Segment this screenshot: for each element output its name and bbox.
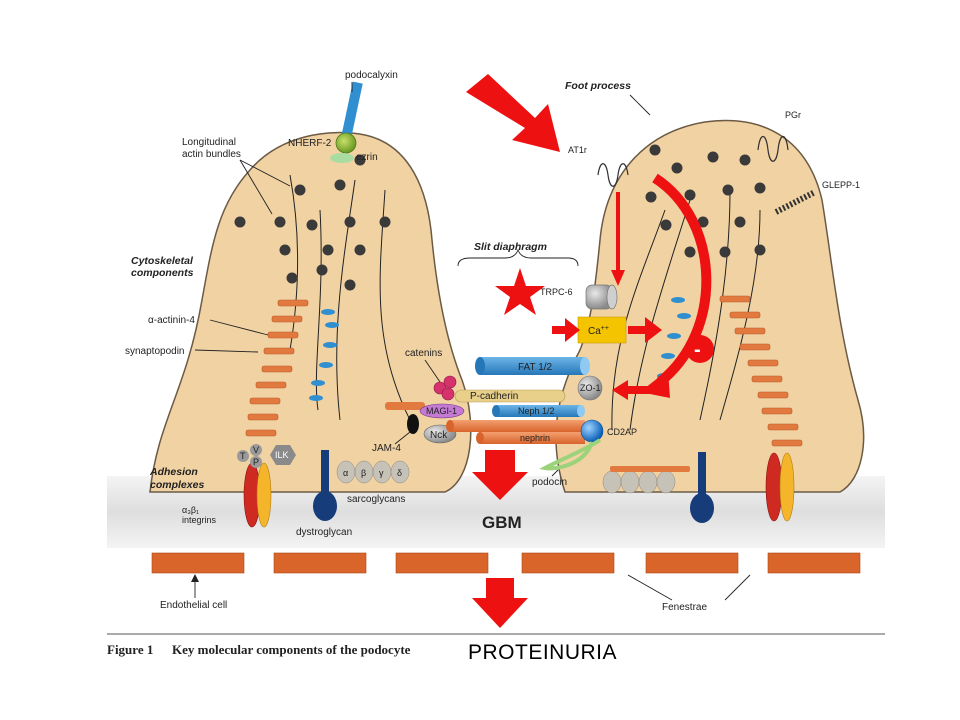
label-nherf2: NHERF-2 bbox=[288, 138, 332, 149]
jam4-bar bbox=[385, 402, 425, 410]
ca-box bbox=[577, 316, 627, 344]
label-fenestrae: Fenestrae bbox=[662, 602, 707, 613]
label-synaptopodin: synaptopodin bbox=[125, 346, 185, 357]
label-cd2ap: CD2AP bbox=[607, 427, 637, 437]
label-fat: FAT 1/2 bbox=[518, 362, 553, 373]
label-cytoskeletal-1: Cytoskeletal bbox=[131, 255, 194, 267]
inhibit-circle bbox=[686, 335, 714, 363]
label-p-cadherin: P-cadherin bbox=[470, 391, 518, 402]
label-neph: Neph 1/2 bbox=[518, 406, 555, 416]
label-magi1: MAGI-1 bbox=[426, 406, 457, 416]
podocin-loop bbox=[539, 438, 602, 471]
left-integrin bbox=[243, 462, 272, 528]
label-t: T bbox=[240, 451, 246, 461]
catenin-cluster bbox=[433, 375, 457, 401]
label-podocalyxin: podocalyxin bbox=[345, 70, 398, 81]
label-slit-diaphragm: Slit diaphragm bbox=[474, 241, 547, 253]
right-actin-dots bbox=[645, 144, 766, 258]
left-dystroglycan bbox=[313, 450, 337, 521]
at1r-receptor bbox=[597, 163, 629, 187]
label-integrins-2: integrins bbox=[182, 515, 217, 525]
p-circle bbox=[250, 456, 262, 468]
label-at1r: AT1r bbox=[568, 145, 587, 155]
right-actinin-ladder bbox=[719, 295, 803, 447]
t-circle bbox=[237, 450, 249, 462]
ezrin-blob bbox=[330, 153, 354, 163]
at1r-down-arrow-head bbox=[611, 270, 625, 286]
zo1-left-arrow bbox=[612, 380, 660, 400]
label-nephrin: nephrin bbox=[520, 433, 550, 443]
jam4-black bbox=[407, 414, 419, 434]
caption-title: Key molecular components of the podocyte bbox=[172, 642, 411, 657]
cd2ap-ball bbox=[580, 419, 604, 443]
label-ca: Ca++ bbox=[588, 325, 609, 337]
fat12-cylinder bbox=[475, 357, 590, 375]
gbm-down-arrow bbox=[472, 450, 528, 500]
label-sg-gamma: γ bbox=[379, 468, 384, 478]
label-p: P bbox=[253, 457, 259, 467]
label-sg-beta: β bbox=[361, 468, 366, 478]
right-bottom-bar bbox=[610, 466, 690, 472]
v-circle bbox=[250, 444, 262, 456]
magi1-blob bbox=[419, 403, 465, 419]
label-podocin: podocin bbox=[532, 477, 567, 488]
endothelial-bars bbox=[151, 552, 861, 574]
label-actinin: α-actinin-4 bbox=[148, 315, 195, 326]
label-dystroglycan: dystroglycan bbox=[296, 527, 352, 538]
ilk-hexagon bbox=[270, 445, 296, 465]
sarcoglycan-cluster bbox=[336, 460, 410, 484]
label-adhesion-2: complexes bbox=[150, 479, 204, 491]
label-foot-process: Foot process bbox=[565, 80, 631, 92]
star-marker bbox=[495, 268, 545, 315]
right-dystroglycan bbox=[690, 452, 714, 523]
label-sg-alpha: α bbox=[343, 468, 348, 478]
label-jam4: JAM-4 bbox=[372, 443, 401, 454]
caption-figure: Figure 1 bbox=[107, 642, 153, 657]
label-gbm: GBM bbox=[482, 513, 522, 532]
left-actinin-ladder bbox=[245, 299, 309, 437]
big-diagonal-arrow bbox=[466, 74, 560, 152]
trpc6-channel bbox=[585, 284, 618, 310]
curved-red-arrow bbox=[652, 173, 712, 386]
podocalyxin-stalk bbox=[340, 81, 363, 141]
at1r-down-arrow bbox=[616, 192, 620, 272]
label-cytoskeletal-2: components bbox=[131, 267, 194, 279]
label-zo1: ZO-1 bbox=[580, 383, 601, 393]
label-glepp1: GLEPP-1 bbox=[822, 180, 860, 190]
label-proteinuria: PROTEINURIA bbox=[468, 641, 617, 664]
neph12-cylinder bbox=[492, 405, 585, 417]
left-synaptopodin-dashes bbox=[309, 309, 339, 401]
label-minus: - bbox=[694, 339, 701, 361]
nherf2-ball bbox=[335, 132, 357, 154]
left-actin-dots bbox=[234, 154, 391, 291]
label-pgr: PGr bbox=[785, 110, 801, 120]
label-endothelial: Endothelial cell bbox=[160, 600, 227, 611]
label-ilk: ILK bbox=[275, 450, 289, 460]
zo1-ball bbox=[577, 375, 603, 401]
right-sarcoglycan-cluster bbox=[602, 470, 676, 494]
right-integrin bbox=[765, 452, 795, 522]
label-trpc6: TRPC-6 bbox=[540, 287, 573, 297]
endothelial-arrowhead bbox=[191, 574, 199, 582]
proteinuria-down-arrow bbox=[472, 578, 528, 628]
label-longitudinal-2: actin bundles bbox=[182, 149, 241, 160]
right-podocyte bbox=[555, 119, 865, 493]
nephrin-cylinder bbox=[446, 420, 585, 444]
glepp1-receptor bbox=[774, 189, 817, 215]
pgr-receptor bbox=[757, 135, 789, 162]
label-v: V bbox=[253, 445, 259, 455]
p-cadherin-bar bbox=[454, 389, 566, 403]
label-ezrin: ezrin bbox=[356, 152, 378, 163]
label-sarcoglycans: sarcoglycans bbox=[347, 494, 405, 505]
label-integrins-1: α₃β₁ bbox=[182, 505, 199, 515]
left-podocyte bbox=[149, 131, 472, 493]
label-adhesion-1: Adhesion bbox=[149, 466, 198, 478]
ca-right-arrow bbox=[628, 317, 662, 343]
label-sg-delta: δ bbox=[397, 468, 402, 478]
ca-left-arrow bbox=[552, 318, 580, 342]
label-longitudinal-1: Longitudinal bbox=[182, 137, 236, 148]
label-catenins: catenins bbox=[405, 348, 442, 359]
label-nck: Nck bbox=[430, 430, 448, 441]
